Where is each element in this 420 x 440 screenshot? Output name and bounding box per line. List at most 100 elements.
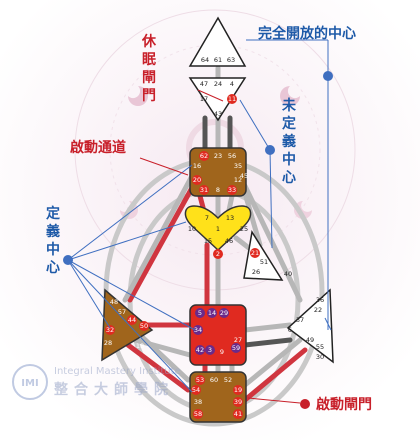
gate-active-dot xyxy=(213,249,223,259)
gate-number-throat: 8 xyxy=(216,186,220,194)
gate-number-spleen: 28 xyxy=(104,339,112,347)
gate-number-solar: 37 xyxy=(296,316,304,324)
head-center xyxy=(188,16,247,67)
gate-number-ajna: 24 xyxy=(214,80,222,88)
gate-number-spleen: 32 xyxy=(106,326,114,334)
gate-number-g: 2 xyxy=(216,250,220,258)
gate-number-ego: 26 xyxy=(252,268,260,276)
channel-active xyxy=(242,347,308,403)
gate-number-g: 1 xyxy=(216,225,220,233)
gate-number-throat: 23 xyxy=(214,152,222,160)
gate-active-dot xyxy=(227,185,237,195)
gate-active-dot xyxy=(231,343,241,353)
gate-number-g: 15 xyxy=(204,237,212,245)
open-center-marker xyxy=(323,71,333,81)
gate-number-root: 58 xyxy=(194,410,202,418)
gate-number-spleen: 48 xyxy=(110,298,118,306)
gate-number-throat: 45 xyxy=(240,172,248,180)
gate-number-root: 39 xyxy=(234,398,242,406)
ego-center xyxy=(243,229,284,281)
active-gate-marker xyxy=(300,399,310,409)
gate-active-dot xyxy=(139,321,149,331)
gate-number-root: 53 xyxy=(196,376,204,384)
gate-number-head: 63 xyxy=(227,56,235,64)
gate-number-ego: 40 xyxy=(284,270,292,278)
gate-active-dot xyxy=(227,94,237,104)
dormant-gate-label: 休 眠 閘 門 xyxy=(141,33,161,104)
gate-number-spleen: 44 xyxy=(128,316,136,324)
gate-number-sacral: 3 xyxy=(208,346,212,354)
gate-active-dot xyxy=(205,345,215,355)
gate-number-solar: 30 xyxy=(316,353,324,361)
gate-active-dot xyxy=(127,315,137,325)
gate-number-throat: 20 xyxy=(193,176,201,184)
watermark-english: Integral Mastery Institute xyxy=(54,366,181,377)
gate-number-g: 7 xyxy=(205,214,209,222)
gate-active-dot xyxy=(233,385,243,395)
gate-number-ajna: 17 xyxy=(200,95,208,103)
watermark-chinese: 整合大師學院 xyxy=(53,381,174,398)
defined-center-marker xyxy=(63,255,73,265)
gate-number-sacral: 27 xyxy=(234,336,242,344)
gate-active-dot xyxy=(193,409,203,419)
gate-number-ajna: 11 xyxy=(228,95,236,103)
pointer-lines xyxy=(67,39,332,404)
annotation-labels: 完全開放的中心 休 眠 閘 門 未 定 義 中 心 啟動通道 定 義 中 心 啟… xyxy=(46,25,372,413)
gate-number-root: 38 xyxy=(194,398,202,406)
gate-number-root: 60 xyxy=(210,376,218,384)
gate-active-dot xyxy=(219,308,229,318)
gate-number-ajna: 43 xyxy=(214,110,222,118)
moon-icon xyxy=(128,86,148,106)
gate-number-sacral: 42 xyxy=(196,346,204,354)
root-center xyxy=(189,371,247,423)
active-channel-label: 啟動通道 xyxy=(70,139,126,156)
gate-number-solar: 6 xyxy=(288,326,292,334)
gate-number-throat: 33 xyxy=(228,186,236,194)
gate-number-throat: 35 xyxy=(234,162,242,170)
defined-center-label: 定 義 中 心 xyxy=(46,205,65,276)
gate-number-root: 52 xyxy=(224,376,232,384)
marker-dots xyxy=(63,71,333,409)
open-center-label: 完全開放的中心 xyxy=(258,25,356,42)
undefined-center-label: 未 定 義 中 心 xyxy=(282,97,301,186)
moon-icon xyxy=(280,86,300,106)
gate-number-sacral: 9 xyxy=(220,348,224,356)
gate-active-dot xyxy=(191,385,201,395)
gate-number-ego: 51 xyxy=(260,258,268,266)
gate-number-sacral: 14 xyxy=(208,309,216,317)
watermark: IMI Integral Mastery Institute 整合大師學院 xyxy=(12,364,181,400)
gate-number-solar: 49 xyxy=(306,336,314,344)
gate-number-throat: 16 xyxy=(193,162,201,170)
gate-number-g: 25 xyxy=(240,225,248,233)
gate-active-dot xyxy=(233,409,243,419)
solar-plexus-center xyxy=(286,288,334,364)
logo-text: IMI xyxy=(21,378,38,389)
gate-number-throat: 12 xyxy=(234,176,242,184)
gate-active-dot xyxy=(207,308,217,318)
gate-active-dot xyxy=(195,308,205,318)
gate-number-root: 19 xyxy=(234,386,242,394)
gate-active-dot xyxy=(199,151,209,161)
gate-active-dot xyxy=(105,325,115,335)
gate-active-dot xyxy=(233,397,243,407)
gate-active-dot xyxy=(250,248,260,258)
gate-number-sacral: 5 xyxy=(198,309,202,317)
gate-number-spleen: 50 xyxy=(140,322,148,330)
gate-number-ego: 21 xyxy=(251,249,259,257)
undefined-center-marker xyxy=(265,145,275,155)
gate-number-spleen: 18 xyxy=(136,342,144,350)
gate-number-head: 61 xyxy=(214,56,222,64)
gate-active-dot xyxy=(192,175,202,185)
gate-number-head: 64 xyxy=(201,56,209,64)
gate-active-dot xyxy=(195,375,205,385)
gate-number-g: 13 xyxy=(226,214,234,222)
gate-number-throat: 31 xyxy=(200,186,208,194)
gate-active-dot xyxy=(199,185,209,195)
gate-number-solar: 55 xyxy=(316,343,324,351)
channel-inactive xyxy=(242,337,293,348)
spleen-center xyxy=(101,288,154,362)
gate-number-spleen: 57 xyxy=(118,308,126,316)
